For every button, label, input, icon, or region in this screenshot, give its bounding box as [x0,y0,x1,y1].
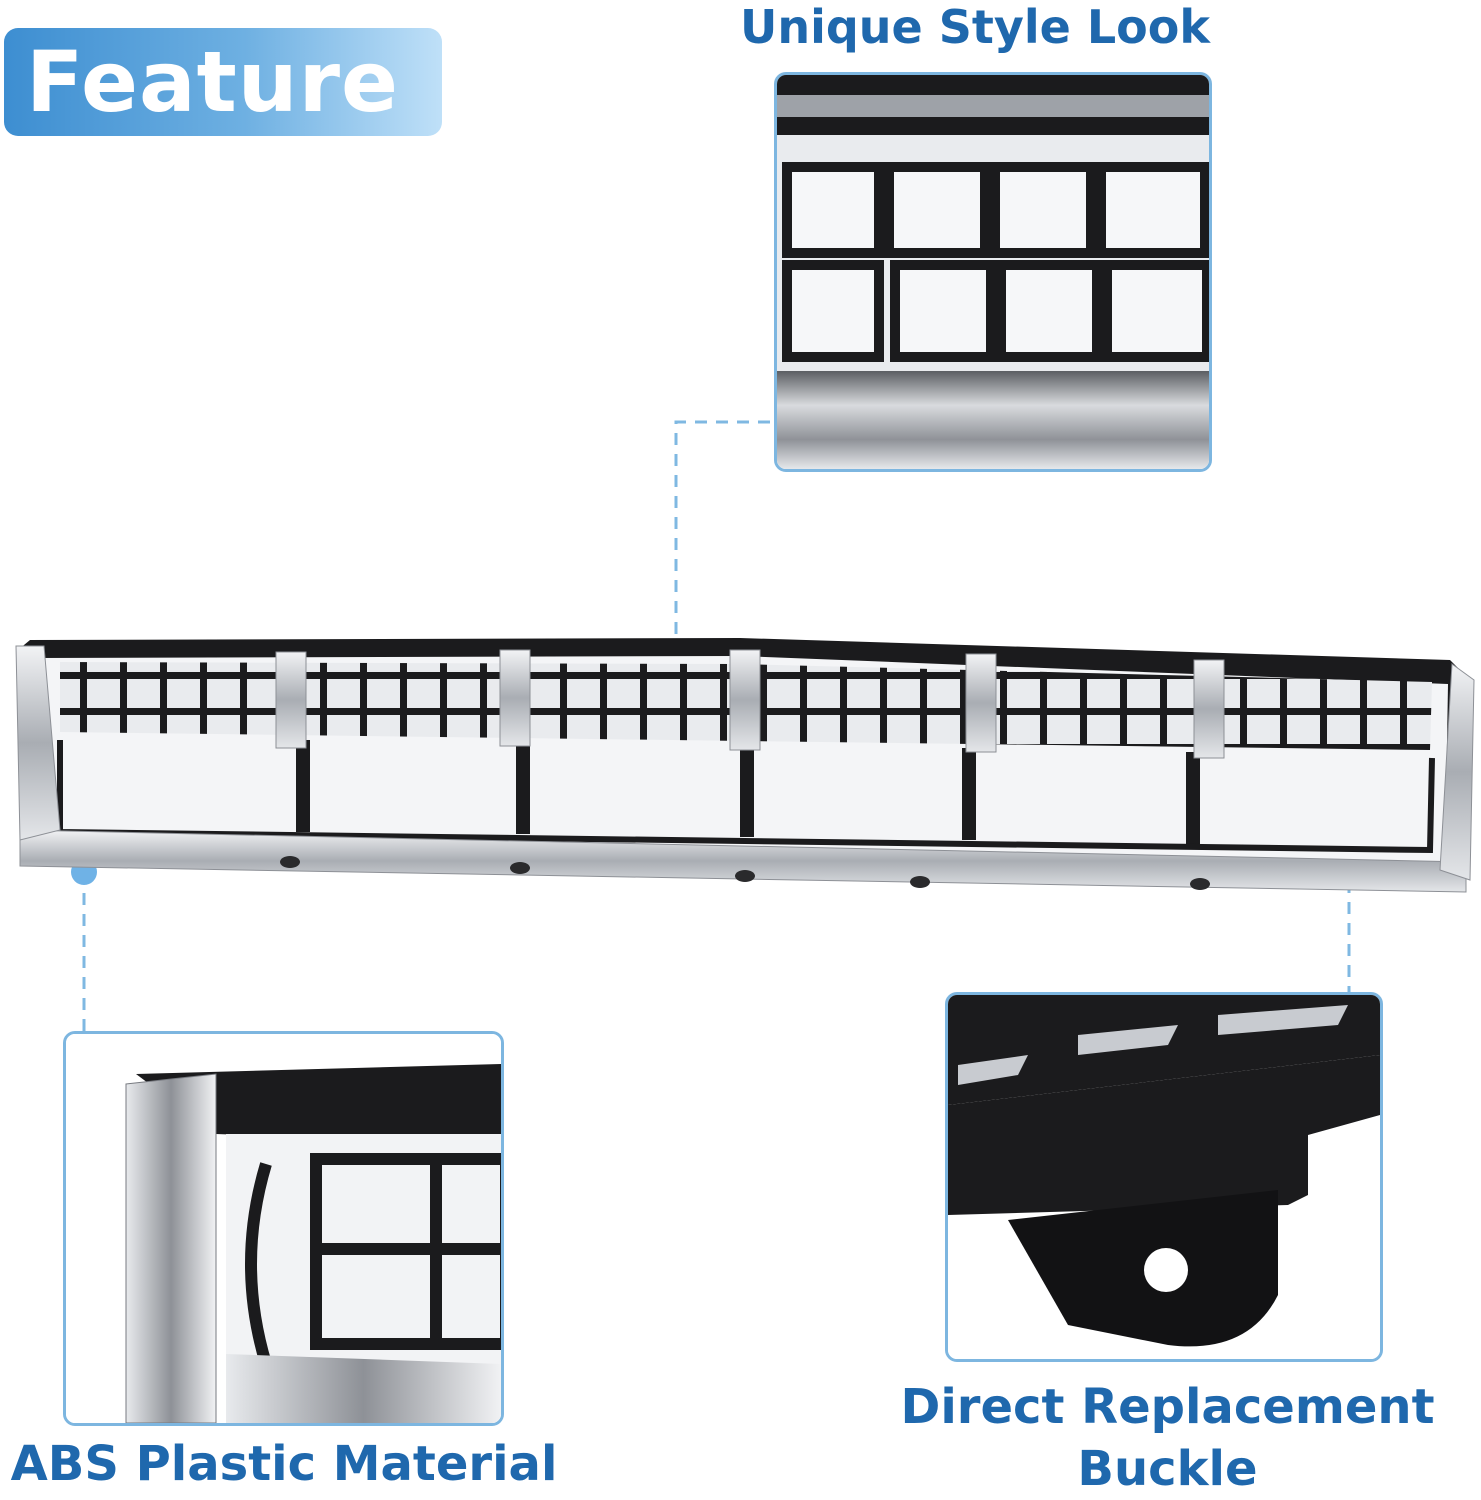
panel-grid-closeup [774,72,1212,472]
feature-badge: Feature [4,28,442,136]
feature-badge-label: Feature [26,33,399,131]
callout-abs-plastic-material: ABS Plastic Material [10,1436,558,1492]
main-grille-image [0,600,1481,930]
callout-unique-style-look: Unique Style Look [740,0,1210,54]
panel-buckle-closeup [945,992,1383,1362]
callout-right-line-2: Buckle [1077,1441,1258,1497]
callout-right-line-1: Direct Replacement [900,1379,1435,1435]
callout-direct-replacement-buckle: Direct Replacement Buckle [880,1376,1455,1500]
panel-corner-closeup [63,1031,504,1426]
